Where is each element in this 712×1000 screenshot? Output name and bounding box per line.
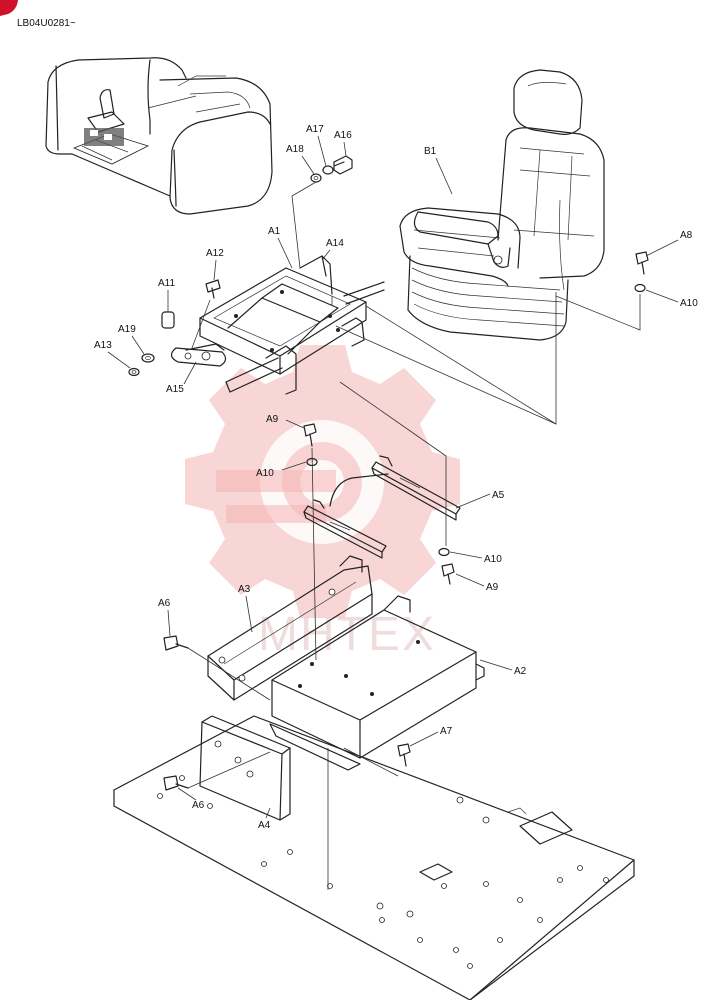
- label-a14: A14: [326, 238, 344, 249]
- label-b1: B1: [424, 146, 437, 157]
- label-a10-lower: A10: [484, 554, 502, 565]
- machine-overview: [45, 57, 273, 215]
- serial-code: LB04U0281~: [17, 18, 76, 29]
- label-a7: A7: [440, 726, 453, 737]
- label-a3: A3: [238, 584, 251, 595]
- label-a2: A2: [514, 666, 527, 677]
- label-a15: A15: [166, 384, 184, 395]
- hardware-a8-a10-right: [634, 251, 649, 293]
- label-a8: A8: [680, 230, 693, 241]
- assembly-lines: [187, 181, 641, 890]
- cover-a4: [163, 715, 291, 821]
- side-rail-a3: [163, 555, 373, 701]
- label-a12: A12: [206, 248, 224, 259]
- label-a18: A18: [286, 144, 304, 155]
- label-a13: A13: [94, 340, 112, 351]
- base-box-a2: [269, 595, 485, 771]
- bracket-a1: [170, 255, 385, 395]
- label-a6-upper: A6: [158, 598, 171, 609]
- label-a11: A11: [158, 278, 175, 289]
- watermark-logo: [185, 345, 460, 618]
- label-a9-lower: A9: [486, 582, 499, 593]
- label-a10-mid: A10: [256, 468, 274, 479]
- slide-rails-a5: [303, 423, 461, 585]
- floor-plate: [113, 715, 635, 1000]
- watermark-text: MHTEX: [258, 608, 436, 661]
- label-a17: A17: [306, 124, 324, 135]
- label-a9-mid: A9: [266, 414, 279, 425]
- label-a1: A1: [268, 226, 281, 237]
- label-a4: A4: [258, 820, 271, 831]
- hardware-a11-a19: [128, 279, 221, 377]
- label-a5: A5: [492, 490, 505, 501]
- seat-b1: [399, 69, 605, 341]
- label-a6-lower: A6: [192, 800, 205, 811]
- label-a10-right: A10: [680, 298, 698, 309]
- label-a19: A19: [118, 324, 136, 335]
- label-a16: A16: [334, 130, 352, 141]
- hardware-a16-a18: [310, 155, 353, 183]
- part-labels: B1 A1 A14 A12 A11 A19 A13 A15 A16 A17 A1…: [94, 124, 698, 831]
- corner-mark: [0, 0, 18, 16]
